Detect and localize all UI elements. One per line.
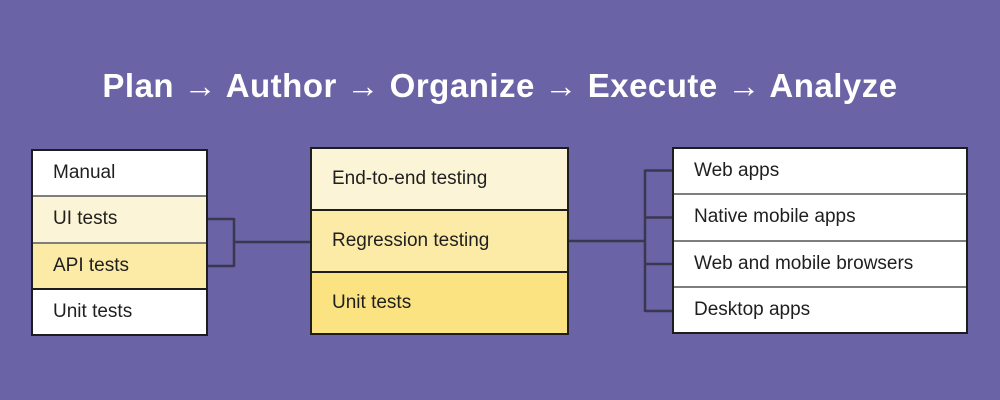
row-label: Web and mobile browsers [694, 252, 914, 274]
page-title: Plan → Author → Organize → Execute → Ana… [102, 67, 898, 104]
row-label: Manual [53, 162, 116, 184]
row-unit-tests: Unit tests [33, 287, 206, 334]
row-regression-testing: Regression testing [312, 209, 567, 271]
row-label: Desktop apps [694, 298, 811, 320]
row-desktop-apps: Desktop apps [674, 285, 966, 332]
row-unit-tests-scope: Unit tests [312, 271, 567, 333]
row-api-tests: API tests [33, 241, 206, 288]
row-label: Web apps [694, 160, 780, 182]
row-label: Native mobile apps [694, 206, 856, 228]
row-label: Unit tests [332, 292, 412, 313]
row-label: Regression testing [332, 230, 490, 251]
testing-scope-list: End-to-end testing Regression testing Un… [310, 147, 569, 335]
row-native-mobile-apps: Native mobile apps [674, 193, 966, 240]
row-manual: Manual [33, 151, 206, 196]
row-label: Unit tests [53, 300, 133, 322]
row-end-to-end-testing: End-to-end testing [312, 149, 567, 209]
row-web-and-mobile-browsers: Web and mobile browsers [674, 239, 966, 286]
test-types-list: Manual UI tests API tests Unit tests [31, 149, 208, 336]
platforms-list: Web apps Native mobile apps Web and mobi… [672, 147, 968, 334]
row-label: End-to-end testing [332, 168, 488, 189]
row-ui-tests: UI tests [33, 195, 206, 242]
row-web-apps: Web apps [674, 149, 966, 194]
row-label: API tests [53, 254, 130, 276]
row-label: UI tests [53, 208, 118, 230]
